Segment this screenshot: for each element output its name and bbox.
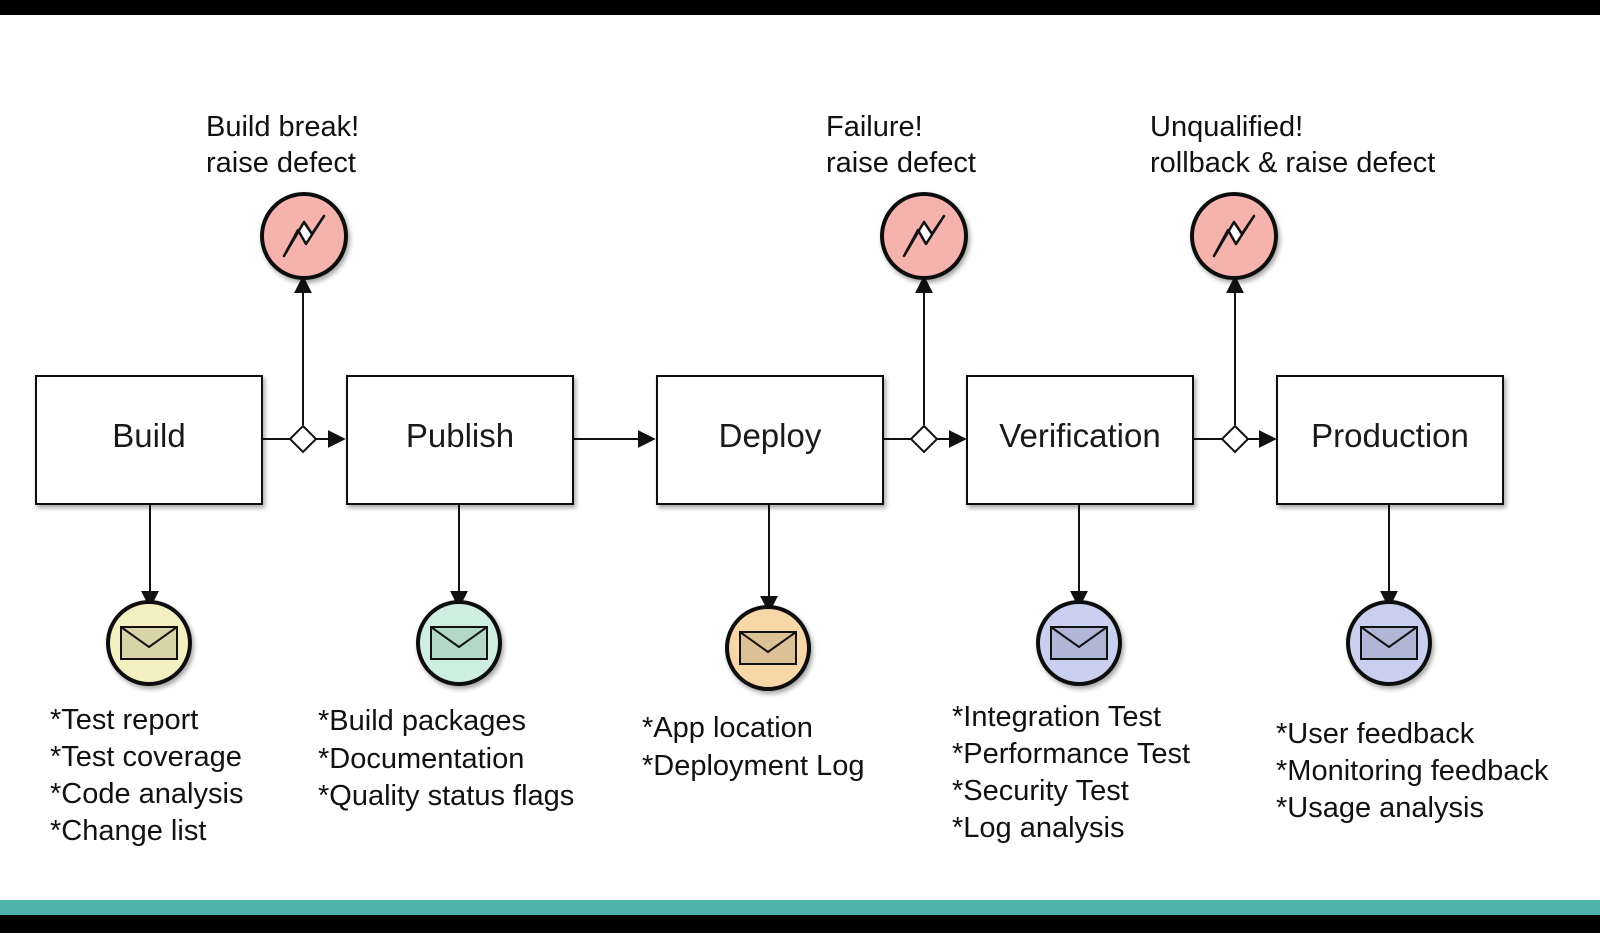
gate-caption-3-line2: rollback & raise defect bbox=[1150, 147, 1435, 179]
gate-captions: Build break! raise defect Failure! raise… bbox=[206, 111, 1435, 179]
gate-caption-2-line2: raise defect bbox=[826, 147, 976, 179]
stage-verification: Verification bbox=[966, 375, 1194, 505]
output-item: *Quality status flags bbox=[318, 780, 574, 812]
stage-label-deploy: Deploy bbox=[719, 417, 822, 454]
decision-diamond-2 bbox=[909, 424, 939, 454]
stage-publish: Publish bbox=[346, 375, 574, 505]
bottom-accent-bar bbox=[0, 900, 1600, 915]
gate-caption-3-line1: Unqualified! bbox=[1150, 111, 1303, 143]
output-item: *Documentation bbox=[318, 743, 524, 775]
output-item: *App location bbox=[642, 712, 813, 744]
output-list-deploy: *App location *Deployment Log bbox=[642, 712, 864, 782]
stage-label-verification: Verification bbox=[999, 417, 1160, 454]
stage-label-publish: Publish bbox=[406, 417, 514, 454]
output-item: *Monitoring feedback bbox=[1276, 755, 1549, 787]
stage-label-production: Production bbox=[1311, 417, 1469, 454]
output-item: *Log analysis bbox=[952, 812, 1125, 844]
output-item: *Code analysis bbox=[50, 778, 243, 810]
output-item: *Security Test bbox=[952, 775, 1129, 807]
error-events bbox=[260, 192, 1278, 280]
stage-build: Build bbox=[35, 375, 263, 505]
stage-label-build: Build bbox=[112, 417, 185, 454]
gate-caption-1-line1: Build break! bbox=[206, 111, 359, 143]
decision-diamond-1 bbox=[288, 424, 318, 454]
output-item: *Usage analysis bbox=[1276, 792, 1484, 824]
lightning-error-icon bbox=[1190, 192, 1278, 280]
gate-caption-2-line1: Failure! bbox=[826, 111, 923, 143]
stage-production: Production bbox=[1276, 375, 1504, 505]
output-item: *Test report bbox=[50, 704, 198, 736]
gates bbox=[288, 424, 1250, 454]
stage-boxes: Build Publish Deploy Verification Produc… bbox=[35, 375, 1504, 505]
output-item: *Build packages bbox=[318, 705, 526, 737]
pipeline-diagram: Build Publish Deploy Verification Produc… bbox=[35, 111, 1549, 847]
envelope-message-icon bbox=[416, 600, 502, 686]
output-list-publish: *Build packages *Documentation *Quality … bbox=[318, 705, 574, 812]
message-events bbox=[106, 600, 1432, 691]
envelope-message-icon bbox=[725, 605, 811, 691]
output-item: *Deployment Log bbox=[642, 750, 864, 782]
output-item: *Change list bbox=[50, 815, 206, 847]
decision-diamond-3 bbox=[1220, 424, 1250, 454]
stage-deploy: Deploy bbox=[656, 375, 884, 505]
envelope-message-icon bbox=[1036, 600, 1122, 686]
diagram-canvas: Build Publish Deploy Verification Produc… bbox=[0, 15, 1600, 900]
output-list-verification: *Integration Test *Performance Test *Sec… bbox=[952, 701, 1190, 844]
connectors bbox=[141, 275, 1398, 614]
output-item: *Performance Test bbox=[952, 738, 1190, 770]
output-lists: *Test report *Test coverage *Code analys… bbox=[50, 701, 1549, 847]
output-list-production: *User feedback *Monitoring feedback *Usa… bbox=[1276, 718, 1549, 824]
output-list-build: *Test report *Test coverage *Code analys… bbox=[50, 704, 243, 847]
output-item: *Integration Test bbox=[952, 701, 1161, 733]
envelope-message-icon bbox=[1346, 600, 1432, 686]
gate-caption-1-line2: raise defect bbox=[206, 147, 356, 179]
output-item: *Test coverage bbox=[50, 741, 242, 773]
lightning-error-icon bbox=[880, 192, 968, 280]
lightning-error-icon bbox=[260, 192, 348, 280]
envelope-message-icon bbox=[106, 600, 192, 686]
output-item: *User feedback bbox=[1276, 718, 1475, 750]
